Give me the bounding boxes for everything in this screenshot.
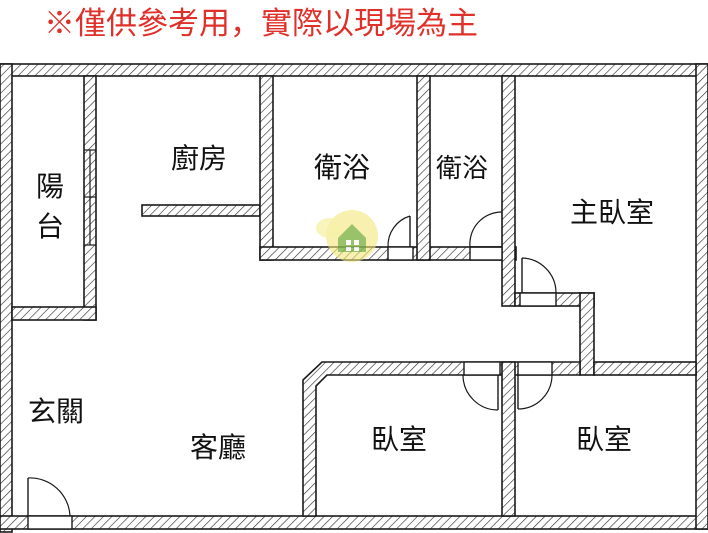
kitchen-counter-wall [141, 204, 261, 217]
wall-master-bottom-right [593, 361, 697, 376]
room-label-balcony-1: 陽 [36, 170, 64, 203]
door-openings [27, 246, 557, 530]
wall-left [0, 63, 13, 533]
interior-walls-top [141, 75, 697, 376]
room-label-bathroom-2: 衛浴 [436, 154, 488, 184]
door-master [521, 257, 557, 294]
balcony-walls [11, 75, 97, 321]
wall-bottom [0, 515, 708, 530]
room-label-bedroom-1: 臥室 [371, 423, 427, 456]
wall-balcony-bottom [11, 306, 97, 321]
wall-bath2-master [501, 75, 516, 307]
wall-top [0, 63, 708, 77]
room-label-entrance: 玄關 [28, 395, 84, 428]
room-label-bedroom-2: 臥室 [576, 423, 632, 456]
room-label-kitchen: 廚房 [171, 142, 227, 175]
door-bedroom2 [517, 374, 553, 410]
room-label-bathroom-1: 衛浴 [314, 151, 370, 184]
interior-walls-bottom [302, 361, 581, 517]
doors [27, 211, 557, 517]
house-logo-icon [316, 210, 378, 262]
room-label-balcony-2: 台 [36, 210, 64, 243]
wall-bath1-bath2 [416, 75, 431, 261]
wall-right [695, 63, 708, 530]
door-bedroom1 [462, 374, 499, 411]
wall-bedroom1-corner [302, 361, 581, 517]
door-bathroom2 [469, 211, 503, 248]
wall-bedroom1-bedroom2 [501, 361, 516, 517]
door-entrance [27, 477, 71, 517]
wall-master-step [579, 292, 595, 376]
outer-walls [0, 63, 708, 533]
room-label-living-room: 客廳 [190, 431, 246, 464]
wall-kitchen-bath1 [259, 75, 274, 261]
door-bathroom1 [387, 215, 411, 248]
room-label-master-bedroom: 主臥室 [570, 196, 654, 229]
disclaimer-notice: ※僅供參考用，實際以現場為主 [44, 6, 478, 42]
